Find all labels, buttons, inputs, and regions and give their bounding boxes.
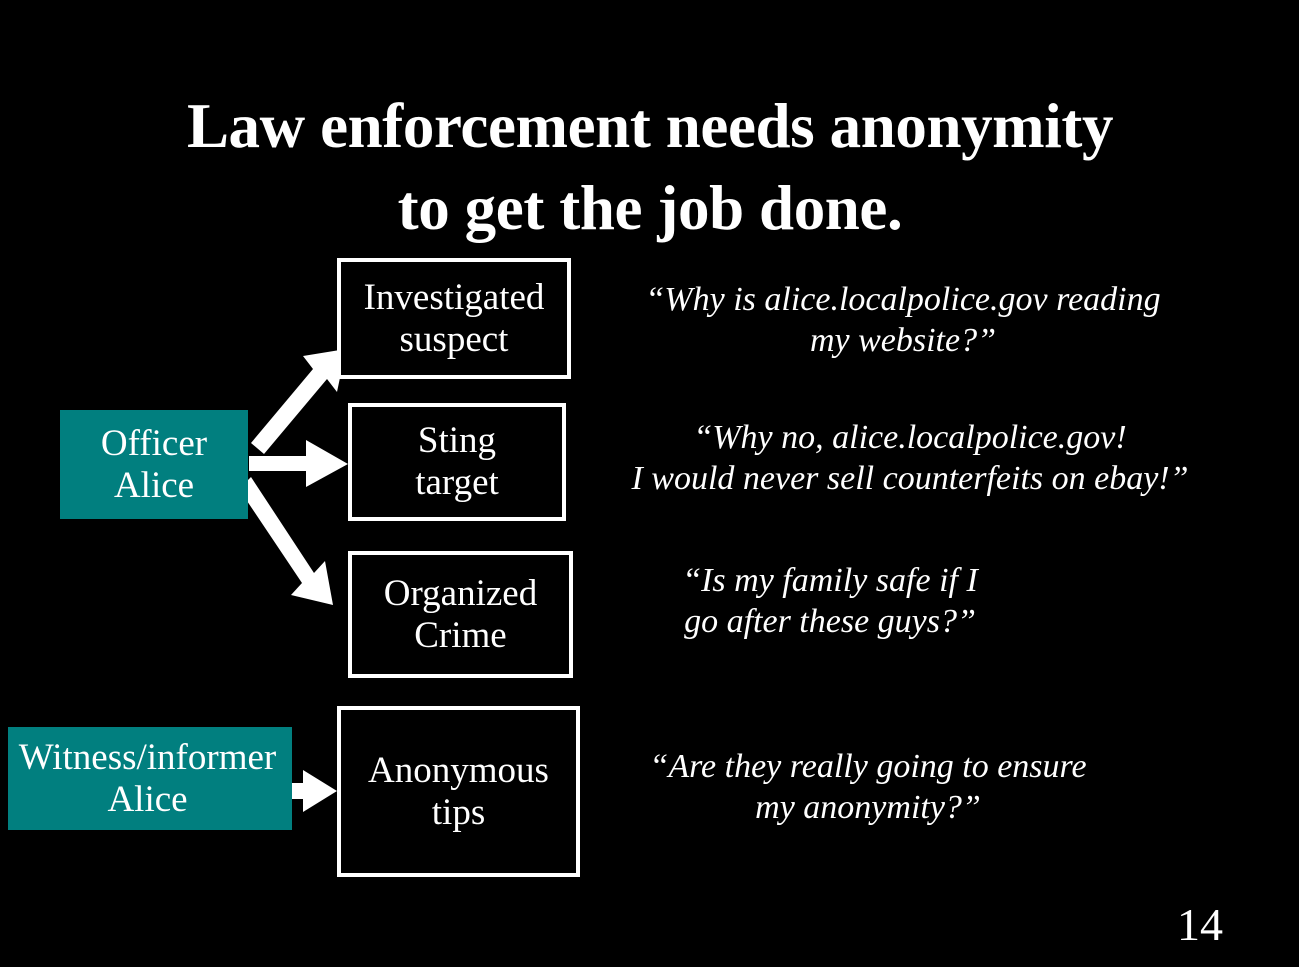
node-sting-target-label: Sting target bbox=[415, 420, 499, 503]
page-title: Law enforcement needs anonymity to get t… bbox=[186, 91, 1114, 243]
node-witness-alice[interactable]: Witness/informer Alice bbox=[8, 727, 292, 830]
node-officer-alice-label: Officer Alice bbox=[100, 422, 208, 506]
quote-anonymous-tips: “Are they really going to ensure my anon… bbox=[649, 748, 1087, 827]
node-investigated-suspect[interactable]: Investigated suspect bbox=[337, 258, 571, 379]
node-anonymous-tips[interactable]: Anonymous tips bbox=[337, 706, 580, 877]
node-officer-alice[interactable]: Officer Alice bbox=[60, 410, 248, 519]
node-anonymous-tips-label: Anonymous tips bbox=[368, 749, 549, 833]
node-witness-alice-label: Witness/informer Alice bbox=[18, 736, 277, 820]
quote-organized-crime: “Is my family safe if I go after these g… bbox=[682, 562, 978, 641]
arrow-officer-to-sting bbox=[249, 440, 348, 487]
quote-investigated-suspect: “Why is alice.localpolice.gov reading my… bbox=[645, 281, 1161, 360]
quote-sting-target: “Why no, alice.localpolice.gov! I would … bbox=[631, 419, 1189, 498]
node-organized-crime[interactable]: Organized Crime bbox=[348, 551, 573, 678]
node-organized-crime-label: Organized Crime bbox=[383, 572, 538, 656]
arrow-witness-to-anonymous bbox=[292, 770, 337, 812]
arrow-officer-to-investigated bbox=[251, 349, 346, 454]
page-number: 14 bbox=[1177, 899, 1223, 950]
arrow-officer-to-organized bbox=[239, 477, 333, 605]
node-sting-target[interactable]: Sting target bbox=[348, 403, 566, 521]
node-investigated-suspect-label: Investigated suspect bbox=[363, 276, 545, 360]
